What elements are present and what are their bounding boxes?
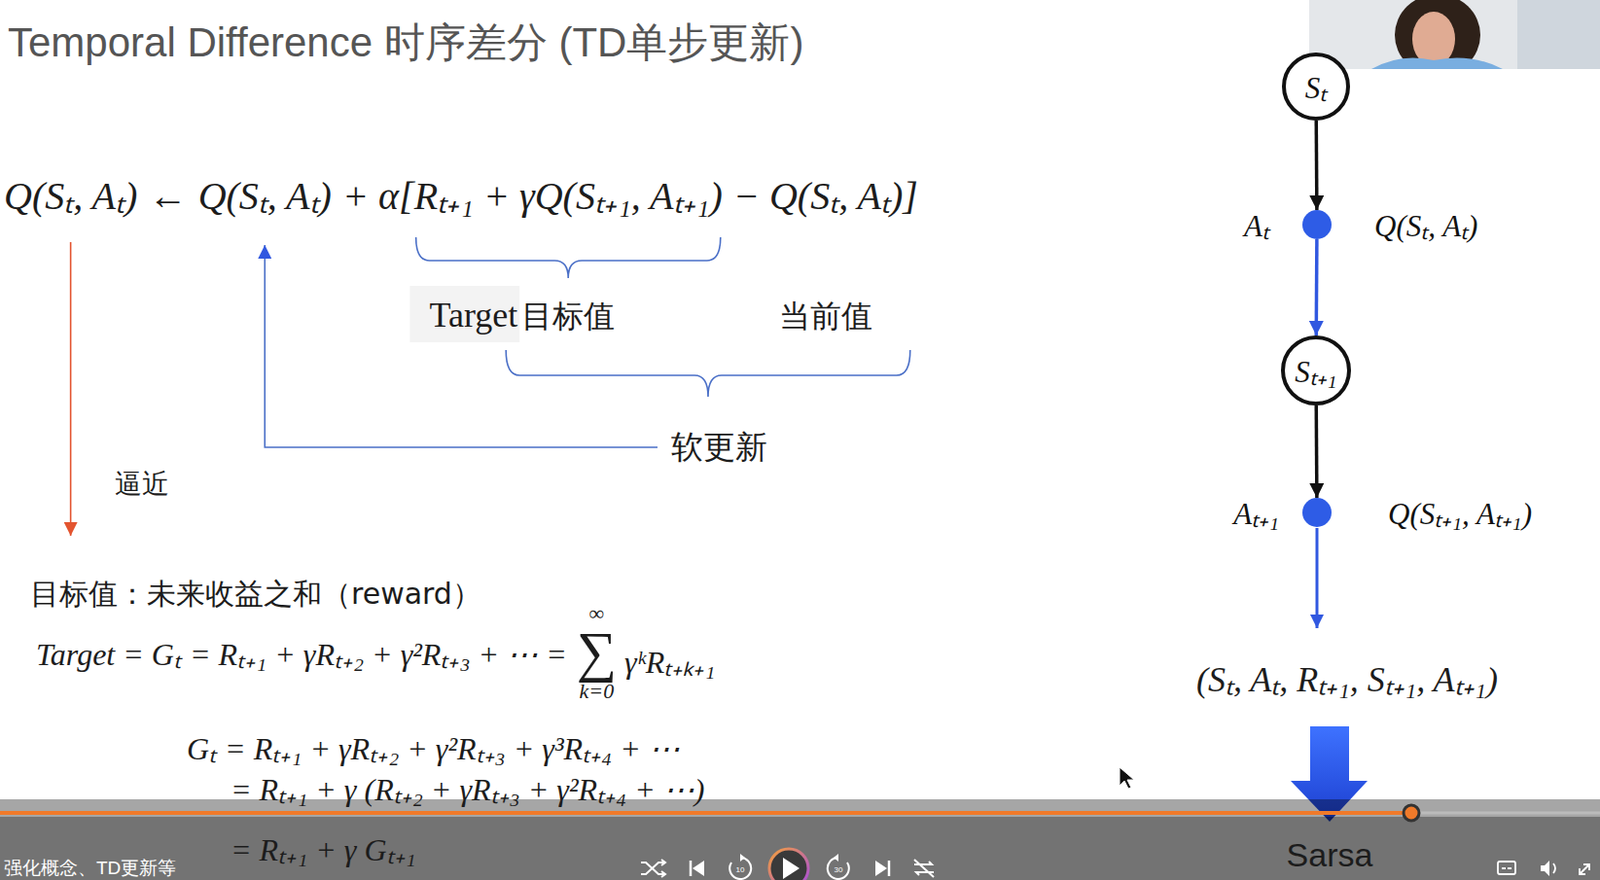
formula: Gₜ = Rₜ₊₁ + γRₜ₊₂ + γ²Rₜ₊₃ + γ³Rₜ₊₄ + ⋯ bbox=[186, 726, 680, 769]
transition-arrow bbox=[1314, 405, 1318, 498]
state-circle: Sₜ₊₁ bbox=[1280, 335, 1352, 406]
action-dot: Aₜ₊₁Q(Sₜ₊₁, Aₜ₊₁) bbox=[1302, 497, 1332, 528]
current-value-label: 当前值 bbox=[779, 295, 873, 339]
node-outline bbox=[1302, 497, 1332, 528]
rewind-icon bbox=[740, 853, 746, 862]
formula: = Rₜ₊₁ + γ (Rₜ₊₂ + γRₜ₊₃ + γ²Rₜ₊₄ + ⋯) bbox=[230, 767, 705, 810]
soft-update-arrow bbox=[264, 245, 658, 448]
target-note: 目标值：未来收益之和（reward） bbox=[30, 574, 482, 615]
state-circle: Sₜ bbox=[1281, 52, 1351, 121]
action-dot-fill bbox=[1302, 210, 1332, 240]
target-label: Target bbox=[428, 294, 518, 336]
play-button bbox=[769, 849, 809, 880]
q-value-label: Q(Sₜ₊₁, Aₜ₊₁) bbox=[1387, 492, 1532, 534]
action-name: Aₜ bbox=[1244, 204, 1270, 246]
assign-arrow: ← bbox=[147, 173, 187, 219]
approach-arrow bbox=[70, 242, 72, 536]
formula: Target = Gₜ = Rₜ₊₁ + γRₜ₊₂ + γ²Rₜ₊₃ + ⋯ … bbox=[35, 632, 568, 675]
sum-limit: ∞ bbox=[589, 603, 605, 625]
transition-arrow bbox=[1314, 120, 1318, 211]
webcam-image bbox=[1309, 0, 1600, 70]
action-name: Aₜ₊₁ bbox=[1233, 492, 1280, 534]
sum-symbol: ∑ bbox=[576, 624, 617, 681]
state-ring bbox=[1283, 54, 1349, 119]
progress-rest bbox=[1411, 812, 1600, 816]
transition-arrow bbox=[1314, 239, 1318, 336]
fullscreen-icon bbox=[1579, 864, 1590, 875]
sum-limit: k=0 bbox=[579, 680, 615, 703]
formula: γᵏRₜ₊ₖ₊₁ bbox=[624, 640, 715, 682]
action-dot: AₜQ(Sₜ, Aₜ) bbox=[1302, 210, 1332, 240]
volume-icon bbox=[1553, 863, 1556, 874]
state-name: Sₜ₊₁ bbox=[1294, 350, 1337, 392]
progress-knob bbox=[1403, 805, 1420, 821]
equation-term: − Q(Sₜ, Aₜ)] bbox=[733, 167, 919, 221]
target-brace bbox=[416, 237, 721, 279]
q-value-label: Q(Sₜ, Aₜ) bbox=[1374, 204, 1478, 246]
webcam-wall bbox=[1517, 0, 1600, 70]
mouse-cursor bbox=[1119, 767, 1135, 789]
volume-icon bbox=[1540, 860, 1550, 877]
update-equation: Q(Sₜ, Aₜ)←Q(Sₜ, Aₜ)+ α[Rₜ₊₁ + γQ(Sₜ₊₁, A… bbox=[3, 167, 919, 221]
equation-term: Q(Sₜ, Aₜ) bbox=[198, 167, 332, 221]
webcam-face bbox=[1412, 11, 1456, 67]
state-name: Sₜ bbox=[1305, 66, 1328, 107]
equation-term: + α[ bbox=[342, 173, 415, 219]
sarsa-tuple: (Sₜ, Aₜ, Rₜ₊₁, Sₜ₊₁, Aₜ₊₁) bbox=[1196, 654, 1498, 703]
captions-icon bbox=[1497, 861, 1516, 875]
sum-stack: ∞∑k=0 bbox=[576, 603, 617, 703]
video-title: 强化概念、TD更新等 bbox=[3, 855, 177, 880]
shuffle-icon bbox=[661, 859, 666, 878]
icon-number: 10 bbox=[736, 865, 746, 875]
captions-icon bbox=[1501, 867, 1512, 870]
target-label: 目标值 bbox=[521, 295, 615, 339]
play-icon bbox=[782, 857, 800, 880]
state-ring bbox=[1282, 337, 1350, 404]
equation-term: Q(Sₜ, Aₜ) bbox=[3, 167, 138, 221]
node-outline bbox=[1302, 210, 1332, 240]
soft-update-brace bbox=[505, 350, 911, 397]
approach-label: 逼近 bbox=[114, 465, 170, 503]
return-formula: Target = Gₜ = Rₜ₊₁ + γRₜ₊₂ + γ²Rₜ₊₃ + ⋯ … bbox=[35, 603, 715, 703]
prev-icon bbox=[692, 860, 705, 877]
loop-icon bbox=[914, 859, 934, 878]
pasted-patch bbox=[409, 285, 520, 343]
slide-title: Temporal Difference 时序差分 (TD单步更新) bbox=[7, 15, 804, 71]
video-player-bar bbox=[0, 799, 1600, 880]
brackets bbox=[71, 237, 911, 536]
next-icon bbox=[888, 860, 891, 877]
icon-number: 30 bbox=[834, 865, 844, 875]
prev-icon bbox=[689, 860, 693, 877]
target-term: Rₜ₊₁ + γQ(Sₜ₊₁, Aₜ₊₁) bbox=[414, 167, 723, 221]
shuffle-icon bbox=[640, 862, 665, 875]
algorithm-name: Sarsa bbox=[1286, 836, 1374, 875]
next-step-arrow bbox=[1315, 528, 1319, 629]
next-icon bbox=[875, 860, 888, 877]
forward-icon bbox=[833, 853, 839, 862]
progress-played bbox=[0, 811, 1412, 816]
formula: = Rₜ₊₁ + γ Gₜ₊₁ bbox=[230, 827, 417, 870]
webcam-shirt bbox=[1371, 57, 1503, 70]
action-dot-fill bbox=[1302, 497, 1332, 528]
soft-update-label: 软更新 bbox=[671, 426, 768, 470]
